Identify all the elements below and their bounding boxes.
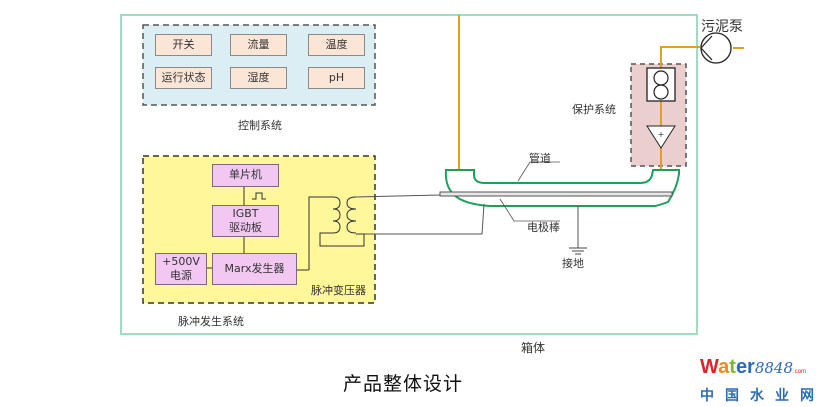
logo-t: t <box>729 356 736 378</box>
igbt-label: IGBT <box>232 206 259 220</box>
logo-er: er <box>735 356 755 378</box>
control-item-humidity: 湿度 <box>230 67 287 89</box>
svg-text:+: + <box>658 130 665 139</box>
control-item-run-status: 运行状态 <box>155 67 212 89</box>
logo-number: 8848 <box>754 359 794 377</box>
pulse-transformer-icon <box>308 196 365 270</box>
pipe-label: 管道 <box>529 152 551 165</box>
sludge-pump-label: 污泥泵 <box>701 19 743 35</box>
logo-com: .com <box>793 369 807 375</box>
enclosure-label: 箱体 <box>521 341 546 355</box>
protection-system-label: 保护系统 <box>572 103 616 116</box>
protection-system-box <box>630 63 687 167</box>
water8848-logo: Water8848.com 中国水业网 <box>700 357 825 405</box>
logo-chinese: 中国水业网 <box>700 388 825 404</box>
electrode-leader-line <box>499 198 560 222</box>
control-item-flow: 流量 <box>230 34 287 56</box>
mcu-box: 单片机 <box>212 164 279 187</box>
igbt-driver-box: IGBT 驱动板 <box>212 205 279 237</box>
control-item-ph: pH <box>308 67 365 89</box>
meter-display-icon <box>646 67 676 102</box>
power-supply-box: +500V 电源 <box>155 253 207 285</box>
pulse-system-label: 脉冲发生系统 <box>178 315 244 328</box>
pulse-transformer-label: 脉冲变压器 <box>311 284 366 297</box>
pulse-waveform-icon <box>252 192 266 200</box>
figure-caption: 产品整体设计 <box>343 373 464 395</box>
electrode-label: 电极棒 <box>527 221 560 234</box>
power-label: 电源 <box>170 269 192 282</box>
ground-label: 接地 <box>562 257 584 270</box>
driver-board-label: 驱动板 <box>229 221 262 234</box>
enclosure-box <box>120 14 698 335</box>
voltage-label: +500V <box>162 254 200 268</box>
marx-generator-box: Marx发生器 <box>212 253 297 285</box>
sludge-pump-icon <box>700 32 732 64</box>
ground-icon <box>569 247 587 255</box>
control-item-switch: 开关 <box>155 34 212 56</box>
protection-amplifier-icon: + <box>646 125 676 149</box>
electrode-rod <box>439 191 673 197</box>
hv-wire-electrode <box>355 194 441 198</box>
control-system-label: 控制系统 <box>238 119 282 132</box>
pipe <box>444 169 680 207</box>
hv-wire-pipe <box>356 203 485 235</box>
logo-w: W <box>700 356 719 378</box>
logo-a: a <box>718 356 730 378</box>
control-item-temperature: 温度 <box>308 34 365 56</box>
pipe-leader-line <box>517 161 560 182</box>
